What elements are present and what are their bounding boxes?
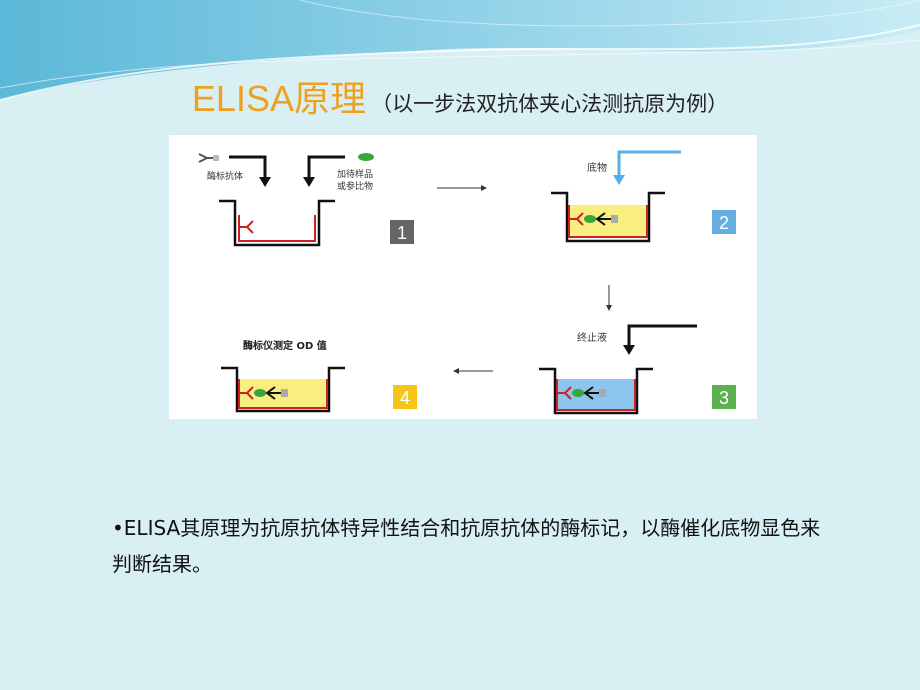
step1-number-badge — [390, 220, 414, 244]
step2-substrate-fill — [569, 205, 647, 237]
title-main: ELISA原理 — [191, 78, 366, 119]
step1-arrow-left — [229, 155, 267, 179]
stop-solution-arrow — [627, 324, 697, 347]
elisa-diagram: 酶标抗体 加待样品 或参比物 1 底物 — [169, 135, 757, 419]
step2-number-badge — [712, 210, 736, 234]
title-subtitle: （以一步法双抗体夹心法测抗原为例） — [371, 92, 729, 116]
arrow-2-to-3 — [606, 285, 612, 311]
step2-well-coat — [568, 205, 648, 238]
step2-number: 2 — [719, 213, 729, 233]
step2-well-outer — [551, 191, 665, 243]
step1-label-right-1: 加待样品 — [337, 168, 373, 180]
step-2: 底物 2 — [551, 150, 736, 243]
step1-label-right-2: 或参比物 — [337, 180, 373, 192]
step-4: 酶标仪测定 OD 值 4 — [221, 339, 417, 413]
enzyme-antibody-icon — [198, 153, 219, 163]
step4-label: 酶标仪测定 OD 值 — [243, 339, 327, 352]
bullet-text: •ELISA其原理为抗原抗体特异性结合和抗原抗体的酶标记，以酶催化底物显色来判断… — [112, 516, 821, 576]
step4-number-badge — [393, 385, 417, 409]
substrate-arrow — [617, 150, 681, 177]
step3-well-coat — [556, 379, 636, 411]
step1-well-coat — [238, 215, 316, 242]
step1-well-outer — [219, 199, 335, 247]
substrate-arrowhead — [613, 175, 625, 185]
step-3: 终止液 3 — [539, 324, 736, 415]
slide-title: ELISA原理 （以一步法双抗体夹心法测抗原为例） — [0, 70, 920, 122]
step3-stopped-fill — [557, 379, 635, 410]
step1-capture-antibody — [239, 220, 254, 234]
step3-number: 3 — [719, 388, 729, 408]
step1-number: 1 — [397, 223, 407, 243]
step4-number: 4 — [400, 388, 410, 408]
step1-arrowhead-right — [303, 177, 315, 187]
antigen-icon — [358, 153, 374, 161]
step3-well-outer — [539, 367, 653, 415]
stop-solution-arrowhead — [623, 345, 635, 355]
step-1: 酶标抗体 加待样品 或参比物 1 — [198, 153, 414, 247]
step3-number-badge — [712, 385, 736, 409]
step4-sandwich-complex — [239, 386, 288, 400]
arrow-1-to-2 — [437, 185, 487, 191]
step2-label: 底物 — [587, 161, 607, 174]
step1-arrowhead-left — [259, 177, 271, 187]
step1-label-left: 酶标抗体 — [207, 170, 243, 182]
step2-sandwich-complex — [569, 212, 618, 226]
arrow-3-to-4 — [453, 368, 493, 374]
step1-arrow-right — [307, 155, 345, 179]
step3-label: 终止液 — [577, 331, 607, 344]
step3-sandwich-complex — [557, 386, 606, 400]
step4-well-outer — [221, 366, 345, 413]
